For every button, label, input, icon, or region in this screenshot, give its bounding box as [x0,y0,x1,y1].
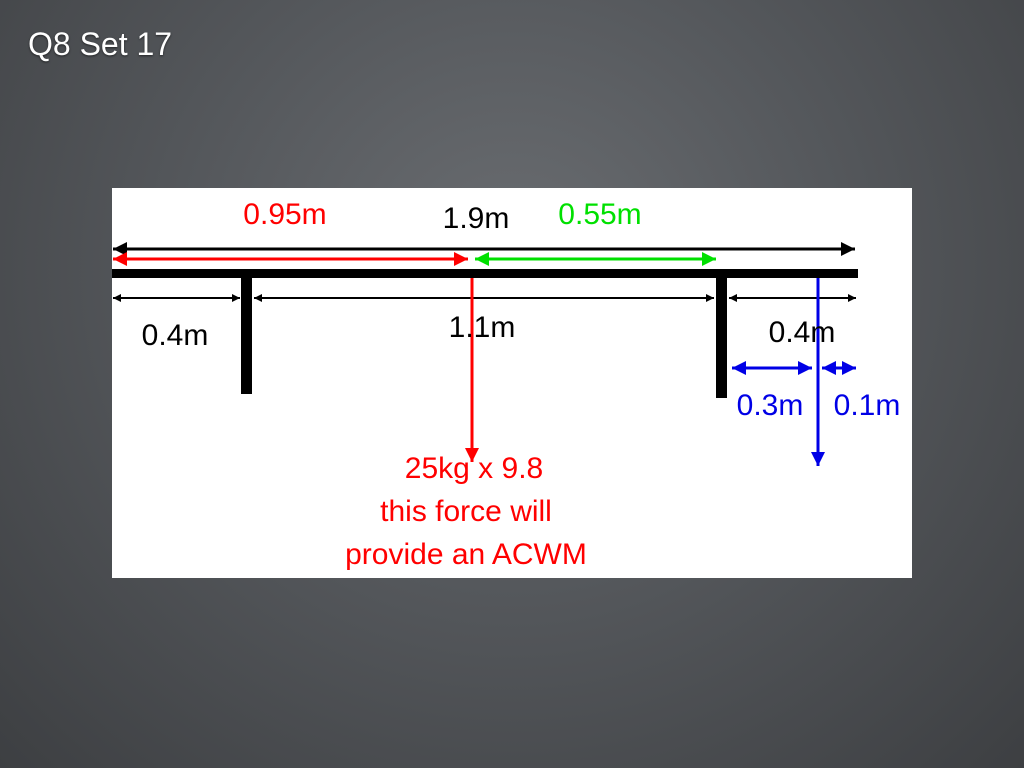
load-caption-line-1: 25kg x 9.8 [405,452,543,485]
right-leg [716,278,727,398]
beam [112,269,858,278]
right-overhang-label: 0.4m [769,316,836,349]
left-to-center-label: 0.95m [243,198,326,231]
total-length-label: 1.9m [443,202,510,235]
between-legs-label: 1.1m [449,311,516,344]
left-leg [241,278,252,394]
slide-title: Q8 Set 17 [28,26,173,62]
load-to-end-label: 0.1m [834,389,901,422]
load-caption-line-2: this force will [380,495,552,528]
load-caption-line-3: provide an ACWM [345,538,587,571]
center-to-leg-label: 0.55m [558,198,641,231]
beam-diagram: 0.95m 1.9m 0.55m 0.4m 1.1m 0.4m 0.3m 0.1… [112,188,912,578]
beam-diagram-svg: 0.95m 1.9m 0.55m 0.4m 1.1m 0.4m 0.3m 0.1… [112,198,901,571]
leg-to-load-label: 0.3m [737,389,804,422]
left-overhang-label: 0.4m [142,319,209,352]
